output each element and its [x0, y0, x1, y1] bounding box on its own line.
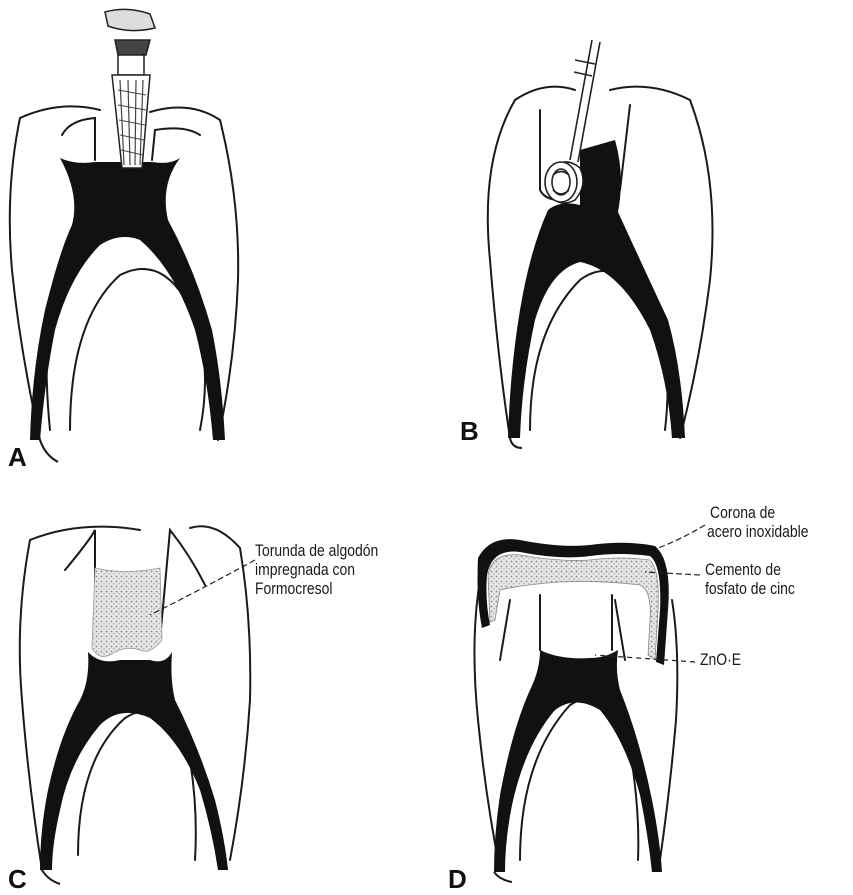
- panel-d-zinc-phosphate-cement: [488, 555, 658, 660]
- panel-a-root-tip: [40, 440, 58, 462]
- label-cotton-pellet-line3: Formocresol: [255, 579, 332, 599]
- panel-d-root-tip: [494, 872, 512, 882]
- label-cement-line1: Cemento de: [705, 560, 781, 580]
- panel-b-root-tip: [510, 438, 522, 448]
- panel-b-pulp: [508, 140, 685, 438]
- panel-a-letter: A: [8, 442, 27, 472]
- panel-a-file-instrument: [105, 9, 155, 168]
- panel-c-letter: C: [8, 864, 27, 890]
- panel-c-root-tip: [42, 870, 60, 884]
- label-cotton-pellet-line2: impregnada con: [255, 560, 355, 580]
- panel-b-letter: B: [460, 416, 479, 446]
- label-steel-crown-line2: acero inoxidable: [707, 522, 809, 542]
- panel-c-pulp: [40, 652, 228, 870]
- panel-a-pulp: [30, 158, 225, 440]
- panel-d-crown-leader: [658, 525, 705, 548]
- panel-d-pulp: [494, 650, 662, 872]
- panel-d-letter: D: [448, 864, 467, 890]
- panel-c-cotton-pellet: [92, 568, 162, 656]
- label-steel-crown-line1: Corona de: [710, 503, 775, 523]
- label-zoe: ZnO·E: [700, 650, 741, 670]
- label-cement-line2: fosfato de cinc: [705, 579, 795, 599]
- label-cotton-pellet-line1: Torunda de algodón: [255, 541, 378, 561]
